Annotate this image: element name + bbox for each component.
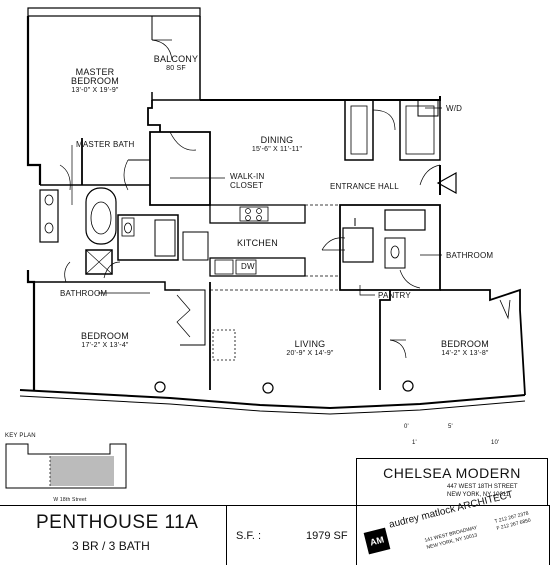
key-plan-street: W 18th Street [53,497,87,503]
scale-zero-label: 0' [404,424,409,430]
master-bedroom-walls [26,16,42,185]
entry-marker [436,171,457,195]
balcony-label: BALCONY 80 SF [153,54,199,73]
bedroom-left-label: BEDROOM 17'-2" X 13'-4" [81,331,129,350]
kitchen-island [209,204,306,224]
architect-logo: AM [363,527,391,555]
top-wall [27,7,201,17]
walk-in-closet-label: WALK-IN CLOSET [230,172,265,190]
key-plan-title: KEY PLAN [5,433,36,439]
unit-title: PENTHOUSE 11A [36,512,199,533]
pantry-label: PANTRY [378,291,411,300]
dw-label: DW [241,262,255,271]
kitchen-label: KITCHEN [237,238,278,248]
scale-ten-label: 10' [491,440,500,446]
sf-label: S.F. : [236,530,262,542]
south-curtain-wall [19,389,526,410]
walk-in-closet-walls [149,131,211,206]
balcony-wall [151,16,201,101]
bedroom-right-label: BEDROOM 14'-2" X 13'-8" [441,339,489,358]
bathroom-left-label: BATHROOM [60,289,108,298]
scale-one-label: 1' [412,440,417,446]
bathroom-right-label: BATHROOM [446,251,494,260]
floor-plan-drawing [19,7,526,415]
dining-north-wall [147,100,161,132]
master-bedroom-label: MASTER BEDROOM 13'-0" X 19'-9" [71,67,119,95]
entrance-hall-label: ENTRANCE HALL [330,182,399,191]
project-box: CHELSEA MODERN 447 WEST 18TH STREET NEW … [356,458,548,506]
project-name: CHELSEA MODERN [383,465,521,481]
master-bath-label: MASTER BATH [76,140,135,149]
project-address-line-1: 447 WEST 18TH STREET [447,484,518,490]
wd-label: W/D [446,104,463,113]
unit-subtitle: 3 BR / 3 BATH [72,539,150,553]
dining-label: DINING 15'-6" X 11'-11" [251,135,303,154]
scale-five-label: 5' [448,424,453,430]
column [402,380,414,392]
title-strip: PENTHOUSE 11A 3 BR / 3 BATH S.F. : 1979 … [0,489,550,565]
column [154,381,166,393]
project-address-line-2: NEW YORK, NY 10011 [447,492,510,498]
living-label: LIVING 20'-9" X 14'-9" [286,339,334,358]
key-plan-diagram [5,443,127,489]
column [262,382,274,394]
sf-value: 1979 SF [306,530,348,542]
